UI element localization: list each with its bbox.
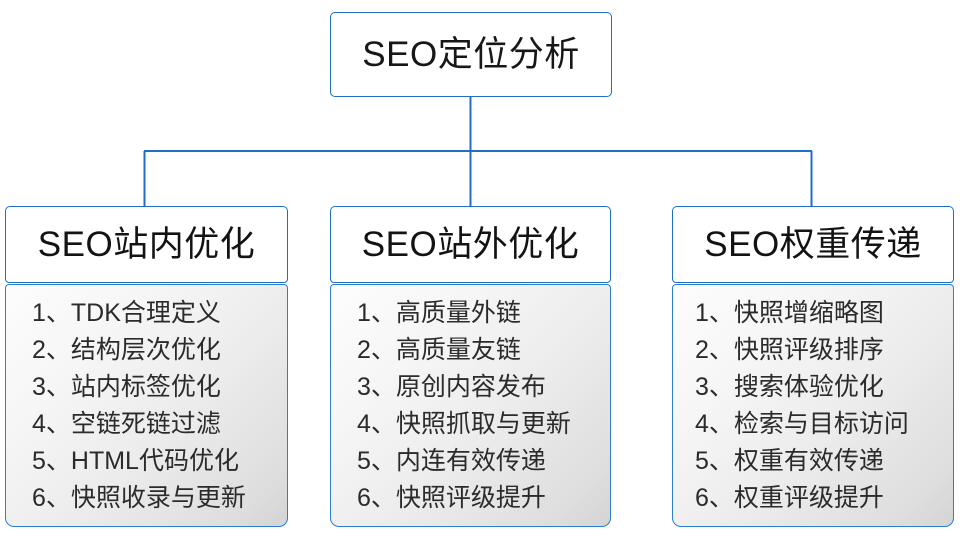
list-item-label: 快照收录与更新 bbox=[70, 484, 246, 512]
list-item-index: 1、 bbox=[695, 299, 734, 327]
list-item[interactable]: 4、 快照抓取与更新 bbox=[331, 406, 610, 443]
list-item-index: 6、 bbox=[32, 484, 71, 512]
branch-item-list: 1、 高质量外链 2、 高质量友链 3、 原创内容发布 4、 快照抓取与更新 5… bbox=[331, 295, 610, 517]
list-item-label: 原创内容发布 bbox=[395, 373, 546, 401]
branch-item-list: 1、 快照增缩略图 2、 快照评级排序 3、 搜索体验优化 4、 检索与目标访问… bbox=[673, 295, 953, 517]
list-item[interactable]: 1、 高质量外链 bbox=[331, 295, 610, 332]
list-item-index: 4、 bbox=[357, 410, 396, 438]
list-item[interactable]: 5、 HTML代码优化 bbox=[6, 443, 287, 480]
list-item[interactable]: 6、 快照评级提升 bbox=[331, 480, 610, 517]
list-item-index: 5、 bbox=[695, 447, 734, 475]
list-item[interactable]: 6、 权重评级提升 bbox=[673, 480, 953, 517]
branch-body-off-site: 1、 高质量外链 2、 高质量友链 3、 原创内容发布 4、 快照抓取与更新 5… bbox=[330, 284, 611, 527]
list-item-label: 检索与目标访问 bbox=[733, 410, 909, 438]
list-item-label: 搜索体验优化 bbox=[733, 373, 884, 401]
list-item-index: 5、 bbox=[357, 447, 396, 475]
list-item[interactable]: 3、 原创内容发布 bbox=[331, 369, 610, 406]
list-item[interactable]: 6、 快照收录与更新 bbox=[6, 480, 287, 517]
list-item-label: 快照增缩略图 bbox=[733, 299, 884, 327]
branch-column-off-site: SEO站外优化 1、 高质量外链 2、 高质量友链 3、 原创内容发布 4、 快 bbox=[330, 206, 611, 527]
branch-header-weight-transfer[interactable]: SEO权重传递 bbox=[672, 206, 954, 283]
list-item-index: 3、 bbox=[32, 373, 71, 401]
list-item-index: 2、 bbox=[357, 336, 396, 364]
branch-header-off-site[interactable]: SEO站外优化 bbox=[330, 206, 611, 283]
branch-item-list: 1、 TDK合理定义 2、 结构层次优化 3、 站内标签优化 4、 空链死链过滤… bbox=[6, 295, 287, 517]
list-item-index: 3、 bbox=[357, 373, 396, 401]
list-item-label: 高质量外链 bbox=[395, 299, 521, 327]
list-item[interactable]: 3、 搜索体验优化 bbox=[673, 369, 953, 406]
list-item-label: 快照评级排序 bbox=[733, 336, 884, 364]
list-item[interactable]: 2、 快照评级排序 bbox=[673, 332, 953, 369]
list-item[interactable]: 1、 快照增缩略图 bbox=[673, 295, 953, 332]
list-item-index: 3、 bbox=[695, 373, 734, 401]
list-item-index: 4、 bbox=[32, 410, 71, 438]
list-item-label: 快照抓取与更新 bbox=[395, 410, 571, 438]
list-item[interactable]: 2、 高质量友链 bbox=[331, 332, 610, 369]
branch-column-weight-transfer: SEO权重传递 1、 快照增缩略图 2、 快照评级排序 3、 搜索体验优化 4、 bbox=[672, 206, 954, 527]
branch-title: SEO权重传递 bbox=[704, 225, 922, 264]
list-item[interactable]: 2、 结构层次优化 bbox=[6, 332, 287, 369]
list-item-label: 站内标签优化 bbox=[70, 373, 221, 401]
list-item-index: 1、 bbox=[32, 299, 71, 327]
branch-header-on-site[interactable]: SEO站内优化 bbox=[5, 206, 288, 283]
list-item-label: 权重评级提升 bbox=[733, 484, 884, 512]
branch-title: SEO站外优化 bbox=[361, 225, 580, 264]
list-item-index: 2、 bbox=[32, 336, 71, 364]
list-item[interactable]: 5、 内连有效传递 bbox=[331, 443, 610, 480]
list-item-label: HTML代码优化 bbox=[70, 447, 239, 475]
list-item-index: 1、 bbox=[357, 299, 396, 327]
list-item-label: 内连有效传递 bbox=[395, 447, 546, 475]
branch-column-on-site: SEO站内优化 1、 TDK合理定义 2、 结构层次优化 3、 站内标签优化 4… bbox=[5, 206, 288, 527]
list-item-label: 高质量友链 bbox=[395, 336, 521, 364]
branch-body-on-site: 1、 TDK合理定义 2、 结构层次优化 3、 站内标签优化 4、 空链死链过滤… bbox=[5, 284, 288, 527]
branch-title: SEO站内优化 bbox=[37, 225, 256, 264]
list-item-label: 快照评级提升 bbox=[395, 484, 546, 512]
list-item-index: 2、 bbox=[695, 336, 734, 364]
list-item-label: TDK合理定义 bbox=[70, 299, 221, 327]
list-item-index: 6、 bbox=[695, 484, 734, 512]
list-item-index: 4、 bbox=[695, 410, 734, 438]
list-item[interactable]: 5、 权重有效传递 bbox=[673, 443, 953, 480]
list-item-label: 空链死链过滤 bbox=[70, 410, 221, 438]
list-item-label: 权重有效传递 bbox=[733, 447, 884, 475]
list-item[interactable]: 4、 空链死链过滤 bbox=[6, 406, 287, 443]
list-item[interactable]: 3、 站内标签优化 bbox=[6, 369, 287, 406]
branch-body-weight-transfer: 1、 快照增缩略图 2、 快照评级排序 3、 搜索体验优化 4、 检索与目标访问… bbox=[672, 284, 954, 527]
list-item-label: 结构层次优化 bbox=[70, 336, 221, 364]
list-item[interactable]: 4、 检索与目标访问 bbox=[673, 406, 953, 443]
list-item-index: 5、 bbox=[32, 447, 71, 475]
root-node[interactable]: SEO定位分析 bbox=[330, 12, 612, 97]
list-item[interactable]: 1、 TDK合理定义 bbox=[6, 295, 287, 332]
root-node-title: SEO定位分析 bbox=[362, 35, 580, 74]
list-item-index: 6、 bbox=[357, 484, 396, 512]
